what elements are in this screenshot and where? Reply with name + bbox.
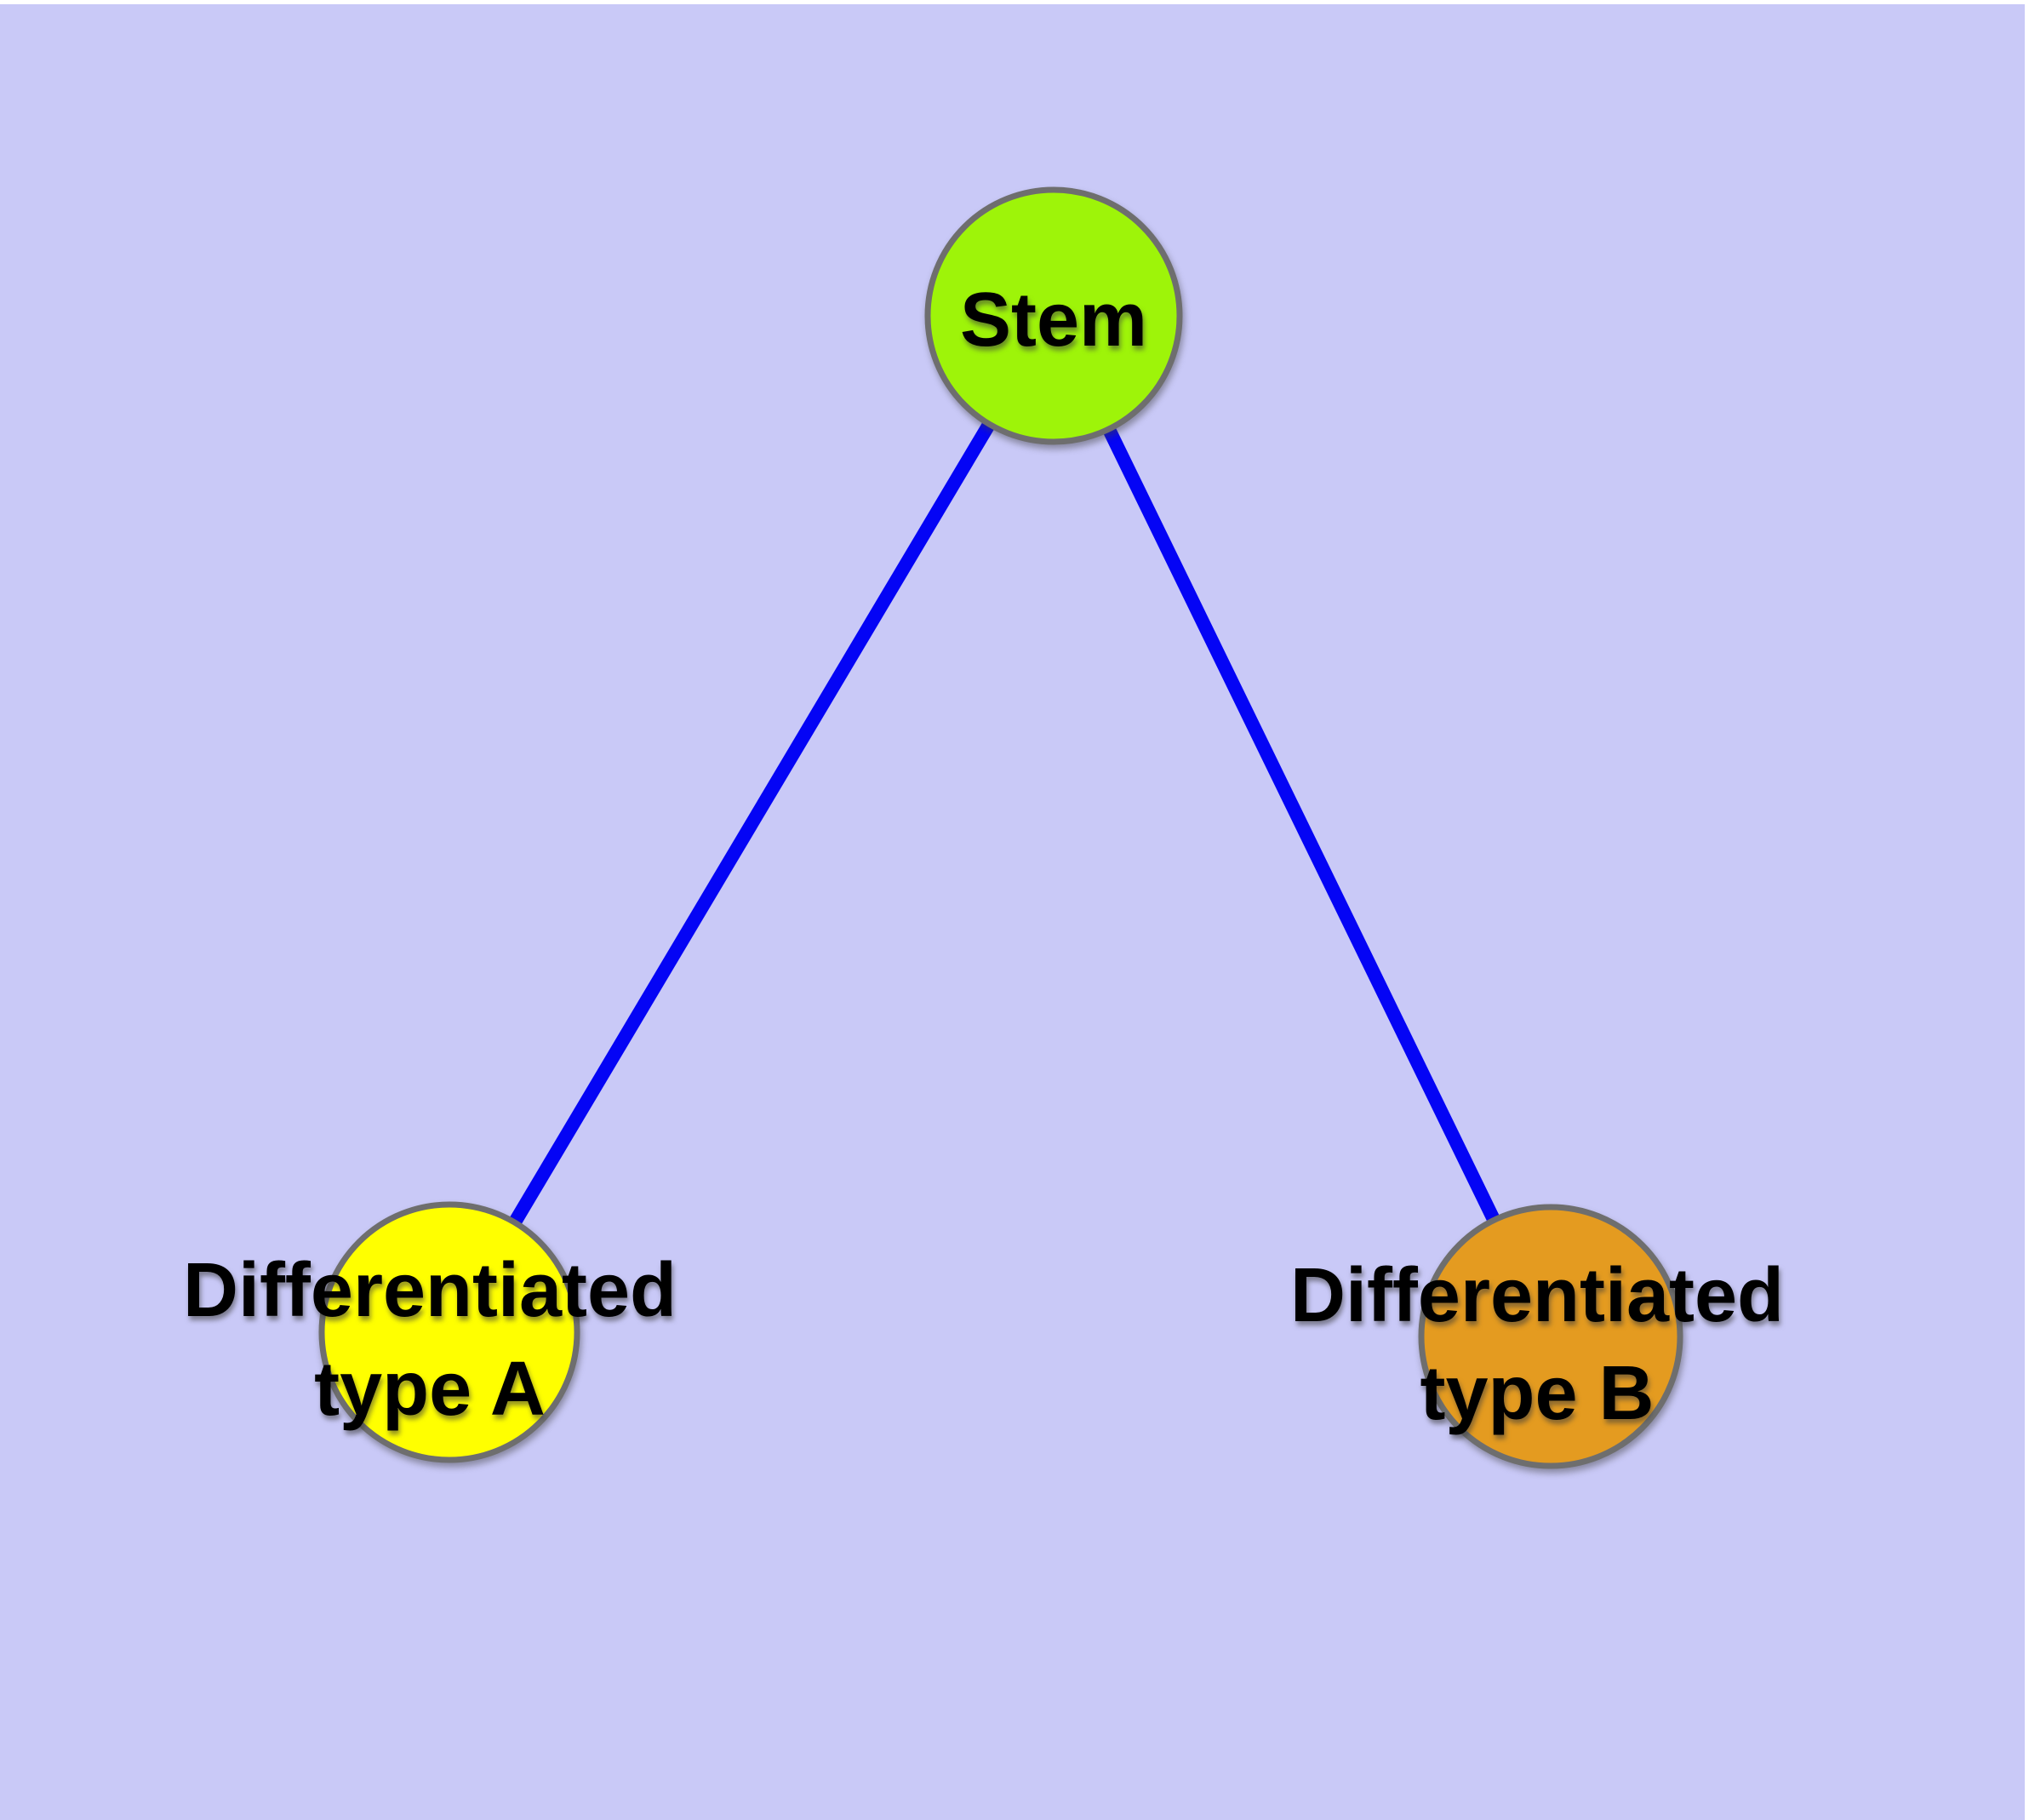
type-b-node-label-line1: Differentiated bbox=[1290, 1253, 1784, 1338]
type-b-node-circle bbox=[1418, 1204, 1683, 1469]
edge-stem-to-type-b bbox=[1047, 312, 1557, 1340]
edge-stem-to-type-a bbox=[443, 312, 1060, 1336]
type-b-node-label-line2: type B bbox=[1420, 1351, 1654, 1436]
type-a-node-label-line2: type A bbox=[314, 1347, 546, 1432]
stem-node-circle bbox=[924, 186, 1183, 445]
top-margin-strip bbox=[0, 0, 2029, 4]
type-a-node-label-line1: Differentiated bbox=[183, 1248, 677, 1333]
right-margin-strip bbox=[2025, 0, 2029, 1820]
type-a-node-circle bbox=[318, 1201, 580, 1463]
stem-node-label: Stem bbox=[960, 278, 1147, 363]
